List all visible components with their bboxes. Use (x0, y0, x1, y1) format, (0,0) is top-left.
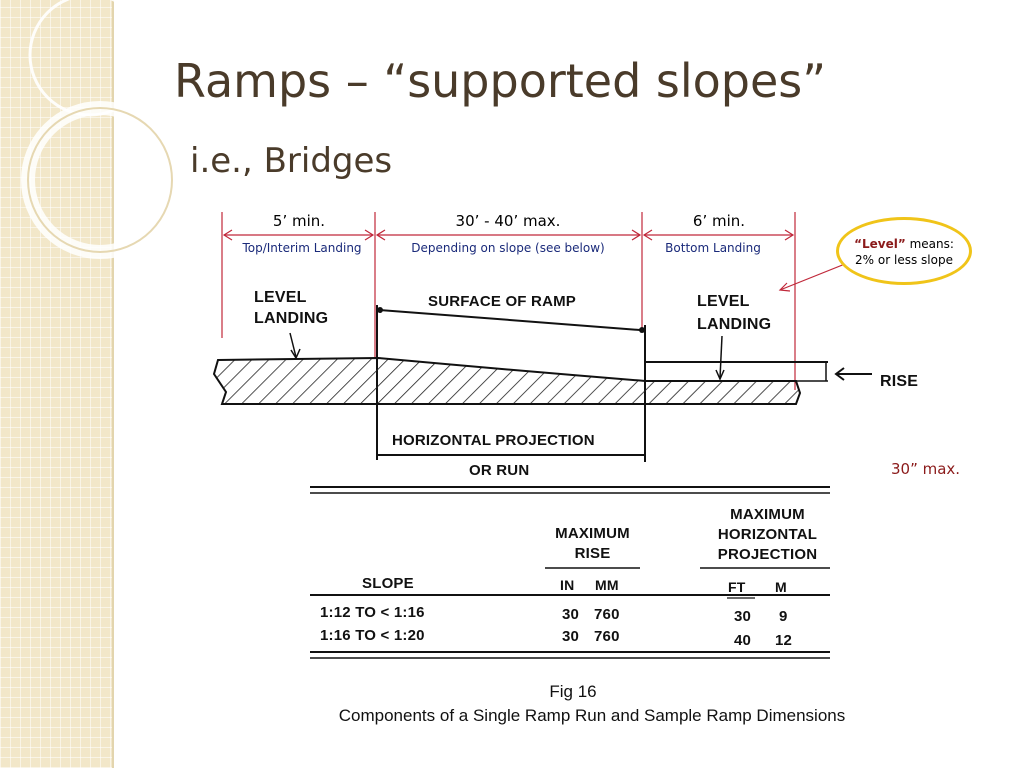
callout-line2: 2% or less slope (855, 252, 953, 267)
sidebar-edge (112, 0, 114, 768)
or-run-label: OR RUN (469, 462, 530, 479)
level-landing-left-label: LEVEL LANDING (254, 287, 328, 329)
ramp-slab (212, 356, 802, 406)
deco-ring-outline (27, 107, 173, 253)
callout-term: Level (862, 237, 898, 251)
level-landing-left-line1: LEVEL (254, 289, 307, 306)
horizontal-unit-ft: FT (728, 579, 746, 595)
sublabel-top-landing: Top/Interim Landing (242, 241, 362, 255)
level-landing-right-line1: LEVEL (697, 293, 750, 310)
table-row-1-m: 9 (779, 608, 788, 625)
dimension-top-landing: 5’ min. (272, 212, 326, 230)
slope-header: SLOPE (362, 575, 414, 592)
arrow-head (364, 229, 375, 241)
rise-max-note: 30” max. (891, 460, 961, 478)
decorative-circles (21, 0, 179, 259)
level-definition-callout: “Level” means: 2% or less slope (836, 217, 972, 285)
rise-arrow-head (834, 367, 845, 381)
max-rise-header: MAXIMUM RISE (545, 524, 640, 564)
dimension-bottom-landing: 6’ min. (692, 212, 746, 230)
right-landing-leader (719, 335, 723, 379)
callout-line1: “Level” means: (839, 237, 969, 253)
table-row-2-mm: 760 (594, 628, 620, 645)
max-rise-header-line1: MAXIMUM (555, 525, 630, 542)
table-row-2-slope: 1:16 TO < 1:20 (320, 627, 425, 644)
horizontal-projection-label: HORIZONTAL PROJECTION (392, 432, 595, 449)
arrow-head (222, 229, 233, 241)
level-landing-left-line2: LANDING (254, 310, 329, 327)
level-landing-right-label: LEVEL LANDING (697, 290, 771, 336)
rise-unit-in: IN (560, 577, 575, 593)
arrow-head (784, 229, 795, 241)
max-horizontal-header: MAXIMUM HORIZONTAL PROJECTION (700, 505, 835, 565)
slide-title: Ramps – “supported slopes” (174, 54, 827, 108)
callout-quote-close: ” (897, 237, 906, 251)
horizontal-unit-m: M (775, 579, 787, 595)
table-row-2-ft: 40 (734, 632, 752, 649)
sublabel-bottom-landing: Bottom Landing (665, 241, 761, 255)
ramp-dot (377, 307, 383, 313)
table-row-1-in: 30 (562, 606, 580, 623)
max-horizontal-header-line2: HORIZONTAL (717, 526, 818, 543)
callout-pointer-head (778, 282, 791, 292)
ramp-dot (639, 327, 645, 333)
table-row-1-mm: 760 (594, 606, 620, 623)
left-landing-leader (289, 332, 297, 358)
left-landing-leader-head (290, 348, 301, 360)
table-row-1-slope: 1:12 TO < 1:16 (320, 604, 425, 621)
arrow-head (642, 229, 653, 241)
surface-of-ramp-label: SURFACE OF RAMP (428, 293, 577, 310)
max-horizontal-header-line3: PROJECTION (717, 546, 818, 563)
max-horizontal-header-line1: MAXIMUM (730, 506, 805, 523)
max-rise-header-line2: RISE (574, 545, 611, 562)
figure-number: Fig 16 (549, 682, 597, 701)
table-row-2-in: 30 (562, 628, 580, 645)
callout-means: means: (905, 237, 954, 251)
surface-ramp-line (379, 309, 641, 331)
rise-label: RISE (880, 373, 919, 390)
table-row-2-m: 12 (775, 632, 793, 649)
table-row-1-ft: 30 (734, 608, 752, 625)
dimension-ramp-run: 30’ - 40’ max. (455, 212, 561, 230)
callout-quote-open: “ (854, 237, 862, 251)
figure-caption: Components of a Single Ramp Run and Samp… (338, 706, 846, 725)
level-landing-right-line2: LANDING (697, 316, 772, 333)
right-landing-leader-head (715, 369, 725, 381)
sublabel-ramp-run: Depending on slope (see below) (411, 241, 605, 255)
slide-subtitle: i.e., Bridges (190, 141, 393, 181)
arrow-head (375, 229, 386, 241)
rise-unit-mm: MM (595, 577, 619, 593)
arrow-head (631, 229, 642, 241)
dim-arrows (222, 229, 795, 241)
